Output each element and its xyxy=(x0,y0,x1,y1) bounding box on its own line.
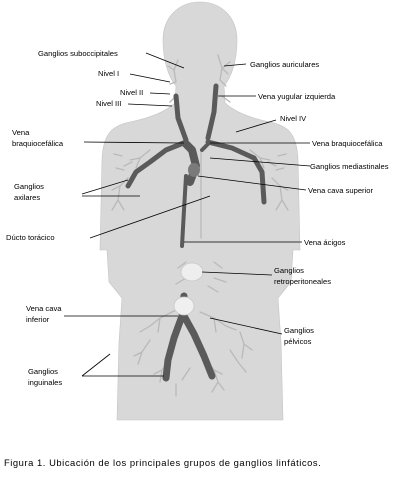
pointer-lines xyxy=(64,52,311,377)
label-ganglios-pelvicos-1: Ganglios xyxy=(284,326,314,335)
labels: Ganglios suboccipitales Ganglios auricul… xyxy=(6,49,389,387)
label-vena-cava-inferior-2: inferior xyxy=(26,315,50,324)
label-vena-cava-superior: Vena cava superior xyxy=(308,186,373,195)
label-ducto-toracico: Dúcto torácico xyxy=(6,233,55,242)
label-ganglios-axilares-2: axilares xyxy=(14,193,40,202)
body-silhouette xyxy=(99,1,301,421)
label-ganglios-pelvicos-2: pélvicos xyxy=(284,337,312,346)
label-vena-cava-inferior-1: Vena cava xyxy=(26,304,62,313)
label-ganglios-auriculares: Ganglios auriculares xyxy=(250,60,319,69)
label-nivel-3: Nivel III xyxy=(96,99,121,108)
label-ganglios-inguinales-2: inguinales xyxy=(28,378,62,387)
figure-caption: Figura 1. Ubicación de los principales g… xyxy=(4,457,321,468)
label-ganglios-retroperitoneales-1: Ganglios xyxy=(274,266,304,275)
label-vena-braquiocefalica-right: Vena braquiocefálica xyxy=(312,139,383,148)
label-ganglios-retroperitoneales-2: retroperitoneales xyxy=(274,277,331,286)
lymph-node-clusters xyxy=(173,163,204,316)
mediastinal-nodes xyxy=(188,163,200,177)
label-ganglios-suboccipitales: Ganglios suboccipitales xyxy=(38,49,118,58)
label-ganglios-axilares-1: Ganglios xyxy=(14,182,44,191)
retroperitoneal-nodes xyxy=(180,262,204,282)
label-nivel-1: Nivel I xyxy=(98,69,119,78)
label-ganglios-mediastinales: Ganglios mediastinales xyxy=(310,162,389,171)
label-vena-braquiocefalica-left-2: braquiocefálica xyxy=(12,139,64,148)
label-vena-braquiocefalica-left-1: Vena xyxy=(12,128,30,137)
lymphatic-vessels xyxy=(111,54,289,397)
inferior-cava-nodes xyxy=(173,296,195,316)
label-vena-acigos: Vena ácigos xyxy=(304,238,346,247)
label-ganglios-inguinales-1: Ganglios xyxy=(28,367,58,376)
label-vena-yugular-izquierda: Vena yugular izquierda xyxy=(258,92,336,101)
label-nivel-4: Nivel IV xyxy=(280,114,307,123)
label-nivel-2: Nivel II xyxy=(120,88,143,97)
